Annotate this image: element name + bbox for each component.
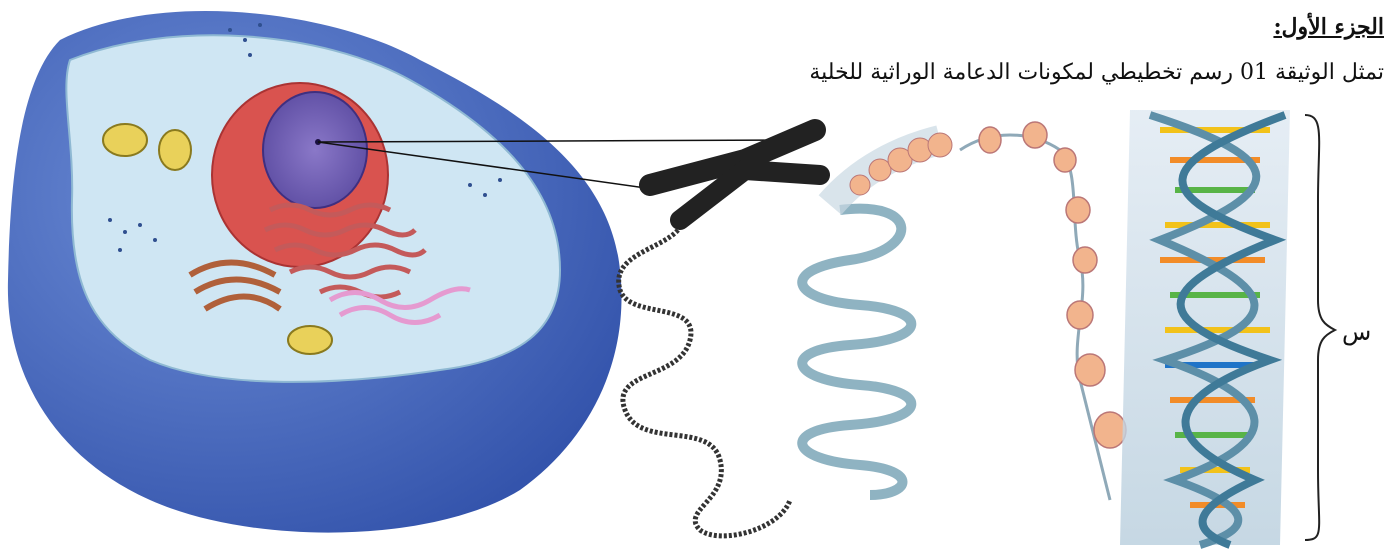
cell-illustration: [8, 11, 790, 533]
mitochondrion: [159, 130, 191, 170]
supercoiled-fiber: [802, 133, 952, 495]
chromosome: [619, 130, 820, 536]
nucleoplasm: [263, 92, 367, 208]
mitochondrion: [288, 326, 332, 354]
brace-bracket: [1305, 115, 1335, 540]
nucleosome-string: [960, 122, 1126, 500]
chromatin-fiber: [619, 230, 790, 536]
dna-double-helix: [1120, 110, 1290, 545]
nucleosome-beads: [979, 122, 1126, 448]
mitochondrion: [103, 124, 147, 156]
